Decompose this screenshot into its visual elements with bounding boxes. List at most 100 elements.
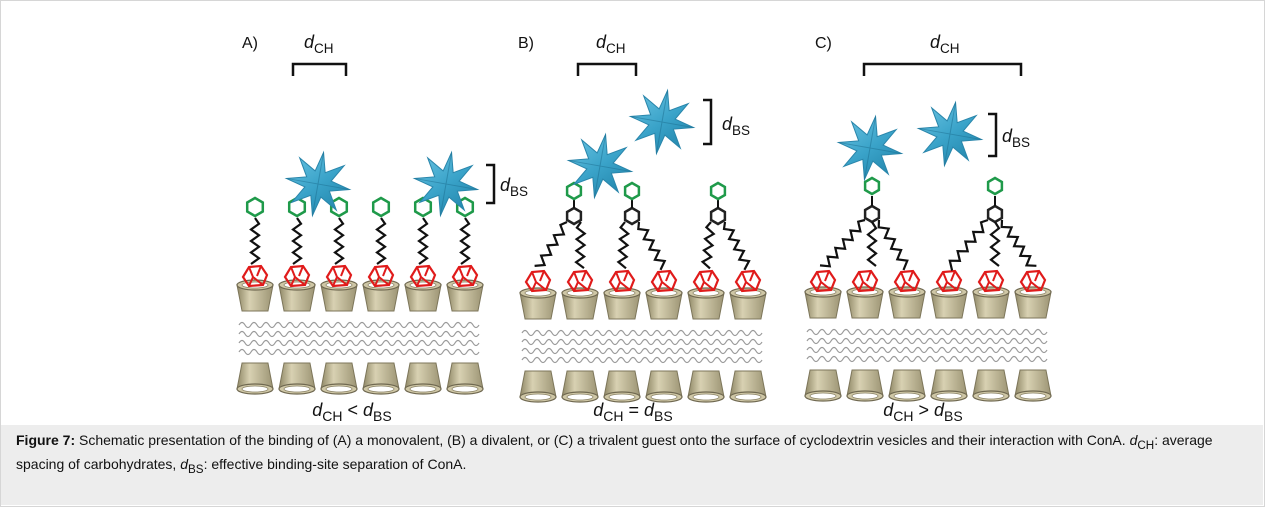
panel-b-dbs-label-symbol: d: [722, 114, 733, 134]
carbohydrate-hexagon-icon: [565, 181, 583, 201]
panel-b-dch-label-subscript: CH: [606, 41, 626, 56]
cyclodextrin-cup-icon: [603, 370, 641, 403]
carbohydrate-hexagon-icon: [709, 181, 727, 201]
linker-chain: [375, 217, 387, 265]
relation-right: d: [644, 400, 655, 420]
caption-symbol-dch-sub: CH: [1137, 438, 1155, 452]
relation-left: d: [593, 400, 604, 420]
adamantane-icon: [692, 269, 720, 293]
relation-right-sub: BS: [373, 408, 392, 424]
adamantane-icon: [809, 269, 837, 293]
cona-star-facets: [286, 152, 350, 216]
cyclodextrin-cup-icon: [645, 287, 683, 320]
relation-text: dCH < dBS: [312, 400, 391, 424]
cyclodextrin-cup-icon: [236, 362, 274, 395]
cyclodextrin-cup-icon: [729, 370, 767, 403]
carbohydrate-hexagon-icon: [986, 176, 1004, 196]
cyclodextrin-cup-icon: [362, 362, 400, 395]
linker-chain: [459, 217, 471, 265]
adamantane-inner: [657, 270, 673, 292]
lipid-tails: [521, 347, 763, 355]
lipid-tails: [806, 328, 1048, 336]
lipid-tails: [238, 339, 480, 347]
panel-b-dch-label: dCH: [596, 32, 626, 56]
adamantane-inner: [531, 270, 547, 292]
cyclodextrin-cup-icon: [972, 369, 1010, 402]
cup-opening: [283, 385, 311, 393]
caption-box: [1, 425, 1263, 505]
linker-chain: [291, 217, 303, 265]
lipid-tails: [238, 348, 480, 356]
cyclodextrin-cup-icon: [930, 369, 968, 402]
cup-opening: [367, 385, 395, 393]
cyclodextrin-cup-icon: [846, 369, 884, 402]
carbohydrate-hexagon-icon: [371, 196, 391, 218]
vesicle-bilayer: [804, 286, 1052, 402]
panel-b-dbs-label-text: dBS: [722, 114, 750, 138]
cup-opening: [1019, 392, 1047, 400]
adamantane-inner: [573, 270, 589, 292]
cup-opening: [977, 392, 1005, 400]
caption-symbol-dch: d: [1129, 432, 1138, 448]
relation-label: dCH > dBS: [883, 400, 962, 424]
adamantane-inner: [699, 270, 715, 292]
caption-label: Figure 7:: [16, 432, 76, 448]
vesicle-bilayer: [519, 287, 767, 403]
linker-chain: [722, 221, 751, 271]
cup-opening: [809, 392, 837, 400]
panel-a-dbs-label-text: dBS: [500, 175, 528, 199]
cyclodextrin-cup-icon: [519, 287, 557, 320]
vesicle-bilayer: [236, 279, 484, 395]
cyclodextrin-cup-icon: [645, 370, 683, 403]
figure-caption: Figure 7: Schematic presentation of the …: [16, 431, 1246, 479]
adamantane-icon: [367, 264, 395, 288]
cyclodextrin-cup-icon: [687, 370, 725, 403]
adamantane-inner: [1026, 270, 1042, 292]
cup-opening: [566, 393, 594, 401]
cona-protein-icon: [284, 150, 352, 218]
cup-opening: [451, 385, 479, 393]
panel-c-letter: C): [815, 35, 832, 52]
adamantane-icon: [977, 269, 1005, 293]
cyclodextrin-cup-icon: [888, 369, 926, 402]
lipid-tails: [806, 346, 1048, 354]
cup-opening: [608, 393, 636, 401]
panel-c-dbs-label: dBS: [1002, 126, 1030, 150]
panel-c-dch-bracket: [862, 62, 1023, 76]
carbohydrate-hexagon-icon: [413, 196, 433, 218]
relation-right: d: [934, 400, 945, 420]
cup-opening: [935, 392, 963, 400]
cup-opening: [241, 385, 269, 393]
carbohydrate-hexagon-icon: [986, 204, 1004, 224]
caption-text-3: : effective binding-site separation of C…: [203, 455, 467, 472]
caption-text-1: Schematic presentation of the binding of…: [75, 432, 1130, 448]
cyclodextrin-cup-icon: [320, 362, 358, 395]
caption-text-2: : average spacing of carbohydrates,: [16, 432, 1213, 472]
cup-opening: [409, 385, 437, 393]
cyclodextrin-cup-icon: [404, 362, 442, 395]
relation-op: =: [624, 400, 645, 420]
linker-chain: [948, 218, 989, 271]
cyclodextrin-cup-icon: [561, 287, 599, 320]
adamantane-icon: [734, 269, 762, 293]
cona-star-facets: [918, 102, 982, 166]
panel-c-dbs-label-subscript: BS: [1012, 135, 1030, 150]
cona-protein-icon: [566, 132, 634, 200]
panel-c-dch-label-text: dCH: [930, 32, 960, 56]
adamantane-inner: [290, 265, 306, 287]
adamantane-icon: [935, 269, 963, 293]
relation-left: d: [883, 400, 894, 420]
linker-chain: [637, 221, 667, 271]
adamantane-icon: [451, 264, 479, 288]
adamantane-inner: [416, 265, 432, 287]
cyclodextrin-cup-icon: [1014, 369, 1052, 402]
relation-text: dCH = dBS: [593, 400, 672, 424]
lipid-tails: [238, 330, 480, 338]
cona-star-facets: [838, 116, 902, 180]
lipid-tails: [806, 355, 1048, 363]
carbohydrate-hexagon-icon: [863, 176, 881, 196]
